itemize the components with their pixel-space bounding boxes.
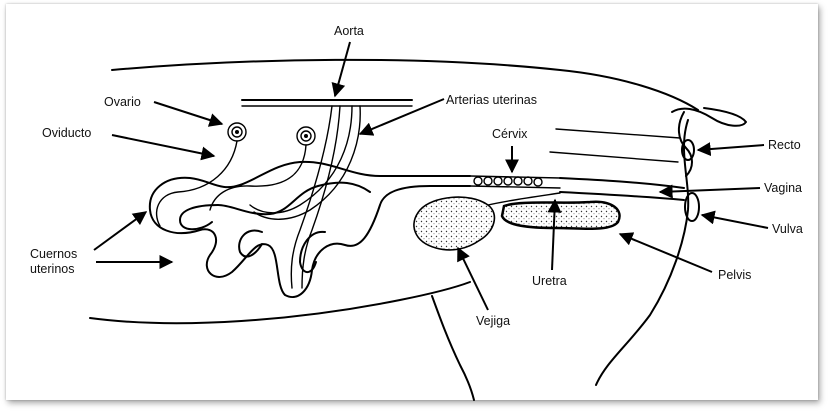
arrow-arterias-uterinas xyxy=(360,99,444,134)
label-vulva: Vulva xyxy=(772,222,803,236)
arrow-ovario xyxy=(154,102,222,124)
label-cuernos-line1: Cuernos xyxy=(30,247,77,261)
arrow-vagina xyxy=(660,188,760,192)
uterine-artery-2 xyxy=(302,106,340,288)
arrow-recto xyxy=(698,145,764,150)
ovary-right xyxy=(297,127,315,145)
label-cuernos-line2: uterinos xyxy=(30,262,74,276)
label-arterias-uterinas: Arterias uterinas xyxy=(446,93,537,107)
back-outline xyxy=(112,60,698,110)
label-aorta: Aorta xyxy=(334,24,364,38)
vagina-tube-top xyxy=(560,178,684,188)
pelvis-bone xyxy=(502,202,620,229)
arrow-aorta xyxy=(335,42,350,96)
vulva-shape xyxy=(685,193,699,221)
label-vagina: Vagina xyxy=(764,181,802,195)
arrow-cuernos-upper xyxy=(94,212,146,250)
belly-outline xyxy=(90,282,470,323)
label-pelvis: Pelvis xyxy=(718,268,751,282)
label-oviducto: Oviducto xyxy=(42,126,91,140)
label-uretra: Uretra xyxy=(532,274,567,288)
tail-outline xyxy=(672,108,746,126)
oviduct-left xyxy=(157,141,237,226)
uterine-artery-3 xyxy=(250,106,352,213)
arrow-vulva xyxy=(702,215,768,228)
label-ovario: Ovario xyxy=(104,95,141,109)
bladder xyxy=(414,197,495,250)
label-recto: Recto xyxy=(768,138,801,152)
ovary-left xyxy=(228,123,246,141)
label-vejiga: Vejiga xyxy=(476,314,510,328)
arrow-oviducto xyxy=(112,135,214,156)
arrow-pelvis xyxy=(620,234,712,272)
label-cervix: Cérvix xyxy=(492,127,528,141)
recto-pointer-line-1 xyxy=(556,129,680,138)
udder-outline xyxy=(432,296,474,400)
vagina-tube-bottom xyxy=(560,192,684,200)
arrow-vejiga xyxy=(458,248,488,310)
recto-pointer-line-2 xyxy=(550,152,678,162)
cervix-rings xyxy=(470,176,560,188)
